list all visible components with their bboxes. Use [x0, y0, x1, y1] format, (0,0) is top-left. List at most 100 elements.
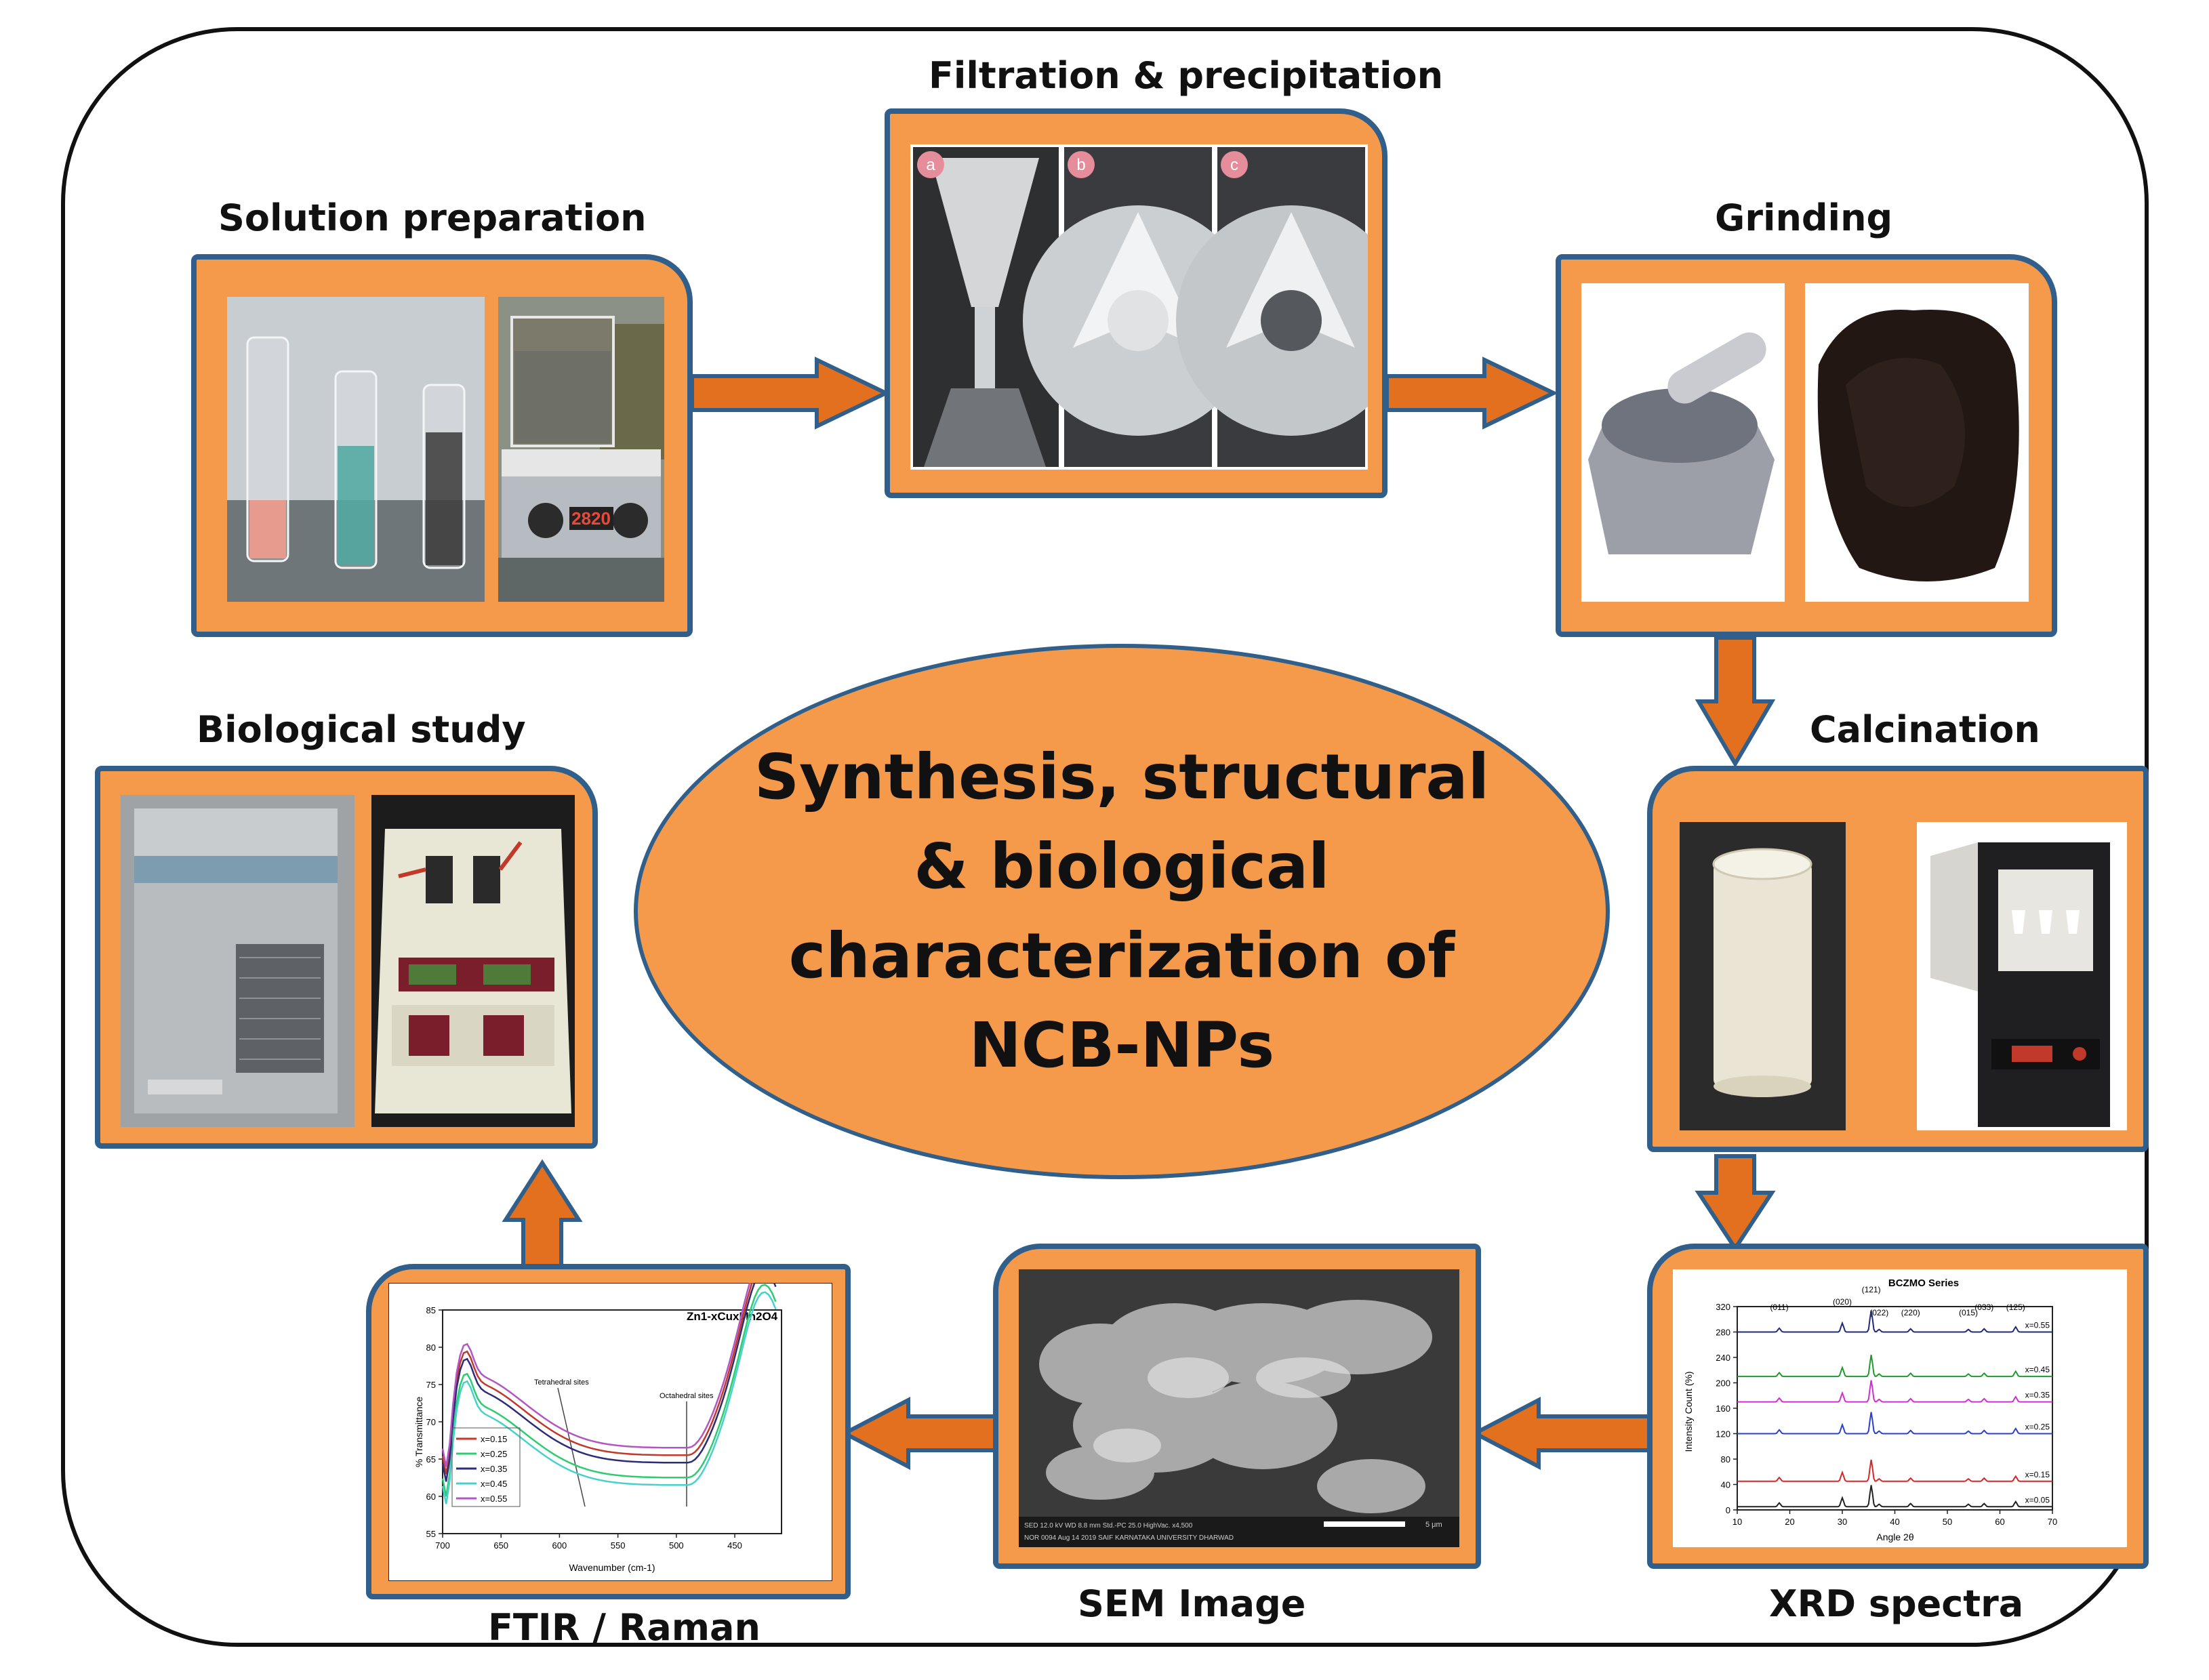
panel-grinding	[1556, 254, 2057, 637]
xrd-xtick-label: 40	[1890, 1517, 1899, 1527]
label-xrd-spectra: XRD spectra	[1769, 1582, 2024, 1625]
ftir-xtick-label: 650	[493, 1540, 508, 1551]
xrd-xtick-label: 20	[1785, 1517, 1794, 1527]
photo-sem: SED 12.0 kV WD 8.8 mm Std.-PC 25.0 HighV…	[1019, 1269, 1459, 1547]
xrd-title: BCZMO Series	[1888, 1277, 1959, 1289]
ftir-ylabel: % Transmittance	[413, 1397, 424, 1467]
photo-filtration: a b c	[910, 144, 1368, 470]
photo-ground-powder	[1805, 283, 2029, 602]
xrd-peak-label: (022)	[1869, 1308, 1888, 1317]
xrd-peak-label: (121)	[1862, 1285, 1881, 1294]
label-calcination: Calcination	[1810, 708, 2040, 751]
center-title-line-4: NCB-NPs	[969, 1009, 1275, 1082]
filter-label-a: a	[926, 156, 935, 174]
arrow-filtration-to-grinding	[1385, 356, 1558, 430]
xrd-ytick-label: 200	[1716, 1378, 1730, 1389]
xrd-series-label: x=0.45	[2025, 1365, 2050, 1374]
arrow-ftir-to-biological	[502, 1159, 583, 1272]
filter-label-b: b	[1076, 156, 1085, 174]
ftir-legend-label: x=0.45	[481, 1479, 507, 1489]
ftir-series-line	[441, 1291, 777, 1504]
panel-ftir-raman: Zn1-xCuxMn2O4 % Transmittance Wavenumber…	[366, 1264, 851, 1599]
label-ftir-raman: FTIR / Raman	[488, 1606, 761, 1649]
ftir-chart: Zn1-xCuxMn2O4 % Transmittance Wavenumber…	[388, 1283, 832, 1581]
stirrer-display: 2820	[571, 508, 611, 529]
ftir-ytick-label: 55	[426, 1529, 436, 1539]
photo-electrophoresis	[371, 795, 575, 1127]
ftir-xtick-label: 550	[611, 1540, 626, 1551]
xrd-series-label: x=0.05	[2025, 1495, 2050, 1504]
xrd-xtick-label: 50	[1943, 1517, 1952, 1527]
photo-test-tubes	[227, 297, 485, 602]
panel-filtration-precipitation: a b c	[885, 108, 1387, 498]
panel-biological-study	[95, 766, 598, 1149]
xrd-series-label: x=0.25	[2025, 1422, 2050, 1432]
ftir-xtick-label: 600	[552, 1540, 567, 1551]
ftir-legend-label: x=0.55	[481, 1494, 507, 1504]
ftir-annotation-tetrahedral: Tetrahedral sites	[534, 1378, 589, 1387]
xrd-series-label: x=0.55	[2025, 1321, 2050, 1330]
xrd-ytick-label: 0	[1726, 1505, 1730, 1515]
photo-centrifuge	[121, 795, 354, 1127]
label-grinding: Grinding	[1715, 197, 1893, 239]
xrd-series-line	[1737, 1485, 2052, 1508]
panel-xrd-spectra: BCZMO Series Intensity Count (%) Angle 2…	[1647, 1244, 2149, 1569]
photo-magnetic-stirrer: 2820	[498, 297, 664, 602]
ftir-ytick-label: 80	[426, 1343, 436, 1353]
ftir-legend-label: x=0.25	[481, 1449, 507, 1459]
xrd-xtick-label: 70	[2048, 1517, 2057, 1527]
ftir-title: Zn1-xCuxMn2O4	[687, 1310, 778, 1323]
photo-mortar-pestle	[1581, 283, 1785, 602]
xrd-xtick-label: 30	[1838, 1517, 1847, 1527]
ftir-series-line	[441, 1284, 777, 1497]
sem-info-line-1: SED 12.0 kV WD 8.8 mm Std.-PC 25.0 HighV…	[1024, 1522, 1193, 1530]
panel-sem-image: SED 12.0 kV WD 8.8 mm Std.-PC 25.0 HighV…	[993, 1244, 1481, 1569]
xrd-ytick-label: 120	[1716, 1429, 1730, 1439]
ftir-xtick-label: 450	[727, 1540, 742, 1551]
ftir-series-line	[441, 1283, 751, 1467]
xrd-ytick-label: 40	[1721, 1480, 1730, 1490]
ftir-annotation-octahedral: Octahedral sites	[660, 1392, 714, 1400]
sem-scale-label: 5 μm	[1425, 1521, 1442, 1529]
panel-solution-preparation: 2820	[191, 254, 693, 637]
label-biological-study: Biological study	[197, 708, 526, 751]
ftir-xtick-label: 700	[435, 1540, 450, 1551]
arrow-calcination-to-xrd	[1695, 1154, 1776, 1252]
xrd-chart: BCZMO Series Intensity Count (%) Angle 2…	[1673, 1269, 2127, 1547]
xrd-peak-label: (033)	[1974, 1303, 1993, 1312]
sem-scale-bar	[1324, 1521, 1405, 1527]
ftir-legend-label: x=0.15	[481, 1434, 507, 1444]
xrd-ytick-label: 320	[1716, 1302, 1730, 1312]
xrd-ytick-label: 160	[1716, 1404, 1730, 1414]
photo-crucible	[1680, 822, 1846, 1130]
ftir-xtick-label: 500	[669, 1540, 684, 1551]
xrd-ytick-label: 280	[1716, 1328, 1730, 1338]
photo-muffle-furnace	[1917, 822, 2127, 1130]
xrd-ylabel: Intensity Count (%)	[1683, 1371, 1694, 1452]
xrd-peak-label: (220)	[1901, 1308, 1920, 1317]
filter-label-c: c	[1230, 156, 1238, 174]
center-title-line-3: characterization of	[788, 920, 1455, 992]
ftir-ytick-label: 75	[426, 1380, 436, 1390]
arrow-xrd-to-sem	[1471, 1397, 1659, 1470]
xrd-peak-label: (020)	[1833, 1297, 1852, 1307]
ftir-ytick-label: 85	[426, 1305, 436, 1315]
xrd-series-line	[1737, 1355, 2052, 1378]
xrd-peak-label: (125)	[2006, 1303, 2025, 1312]
xrd-ytick-label: 80	[1721, 1454, 1730, 1464]
xrd-peak-label: (015)	[1959, 1308, 1978, 1317]
arrow-sem-to-ftir	[840, 1397, 1008, 1470]
xrd-xtick-label: 10	[1732, 1517, 1742, 1527]
label-solution-preparation: Solution preparation	[218, 197, 647, 239]
ftir-legend-box	[451, 1427, 521, 1507]
ftir-ytick-label: 60	[426, 1492, 436, 1502]
xrd-series-line	[1737, 1412, 2052, 1435]
center-title-line-1: Synthesis, structural	[754, 741, 1490, 813]
ftir-legend-label: x=0.35	[481, 1464, 507, 1474]
ftir-ytick-label: 65	[426, 1454, 436, 1464]
xrd-xtick-label: 60	[1995, 1517, 2004, 1527]
ftir-series-line	[441, 1283, 753, 1475]
sem-info-line-2: NOR 0094 Aug 14 2019 SAIF KARNATAKA UNIV…	[1024, 1534, 1234, 1542]
ftir-ytick-label: 70	[426, 1417, 436, 1427]
xrd-series-label: x=0.35	[2025, 1391, 2050, 1400]
